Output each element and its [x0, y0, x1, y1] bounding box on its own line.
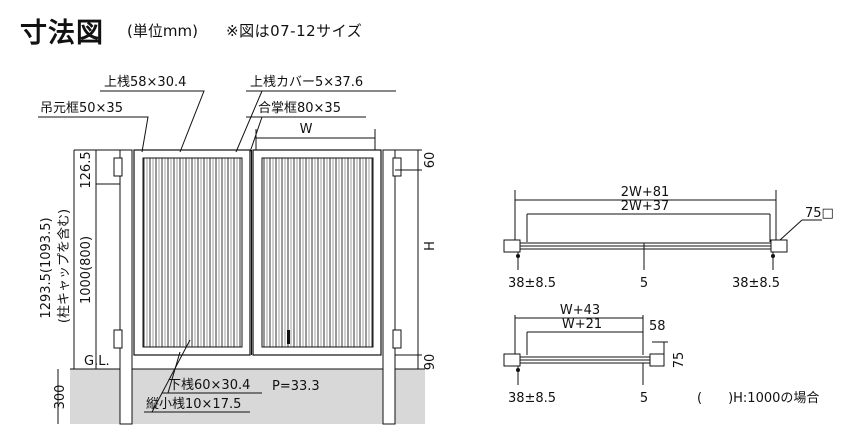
- top-view-double: 2W+81 2W+37 75□ 38±8.5 5 38±8.5: [503, 185, 834, 291]
- single-left-offset: 38±8.5: [508, 391, 556, 406]
- latch-icon: [287, 330, 290, 344]
- callout-top-rail: 上桟58×30.4: [104, 75, 186, 90]
- callout-meeting-frame: 合掌框80×35: [258, 101, 341, 116]
- left-slats: [142, 157, 243, 348]
- right-post: [382, 149, 396, 425]
- right-slats: [261, 157, 374, 348]
- double-inner: 2W+37: [621, 199, 670, 214]
- single-end-gap: 5: [640, 391, 648, 406]
- right-dimensions: [395, 149, 422, 369]
- left-post: [119, 149, 133, 425]
- dim-height-main: 1000(800): [79, 236, 94, 304]
- callout-vertical-slat: 縦小桟10×17.5: [146, 397, 241, 412]
- dim-width-label: W: [300, 122, 313, 137]
- width-dimension: [255, 129, 376, 150]
- double-overall: 2W+81: [621, 185, 670, 200]
- size-note: ※図は07-12サイズ: [226, 22, 363, 40]
- dim-embed-depth: 300: [53, 385, 68, 410]
- single-side-75: 75: [672, 352, 687, 369]
- double-left-offset: 38±8.5: [508, 276, 556, 291]
- single-overall: W+43: [560, 303, 600, 318]
- dim-height: H: [423, 241, 438, 251]
- ground-label: G.L.: [84, 354, 110, 369]
- double-right-offset: 38±8.5: [732, 276, 780, 291]
- callout-bottom-rail: 下桟60×30.4: [168, 378, 250, 393]
- legend-note: ( )H:1000の場合: [697, 391, 819, 406]
- hinge-icon: [113, 157, 402, 349]
- callout-top-rail-cover: 上桟カバー5×37.6: [250, 75, 363, 90]
- callout-leaders: [38, 90, 396, 413]
- double-post-size: 75□: [805, 206, 834, 221]
- dim-total-height: 1293.5(1093.5): [39, 217, 54, 318]
- top-view-single: W+43 W+21 58 75 38±8.5 5: [503, 303, 687, 406]
- callout-hanging-frame: 吊元框50×35: [40, 101, 123, 116]
- dim-pitch: P=33.3: [272, 379, 320, 394]
- single-inner: W+21: [562, 317, 602, 332]
- single-side-58: 58: [649, 319, 666, 334]
- left-dimensions: [57, 149, 120, 424]
- front-view: 上桟58×30.4 吊元框50×35 上桟カバー5×37.6 合掌框80×35 …: [38, 75, 438, 425]
- dim-right-top: 60: [423, 152, 438, 169]
- double-center-gap: 5: [640, 276, 648, 291]
- page-title: 寸法図: [20, 18, 104, 49]
- dim-top-offset: 126.5: [79, 151, 94, 188]
- dim-total-height-note: (柱キャップを含む): [56, 209, 72, 323]
- unit-note: (単位mm): [127, 22, 198, 40]
- dim-ground-clearance: 90: [423, 354, 438, 371]
